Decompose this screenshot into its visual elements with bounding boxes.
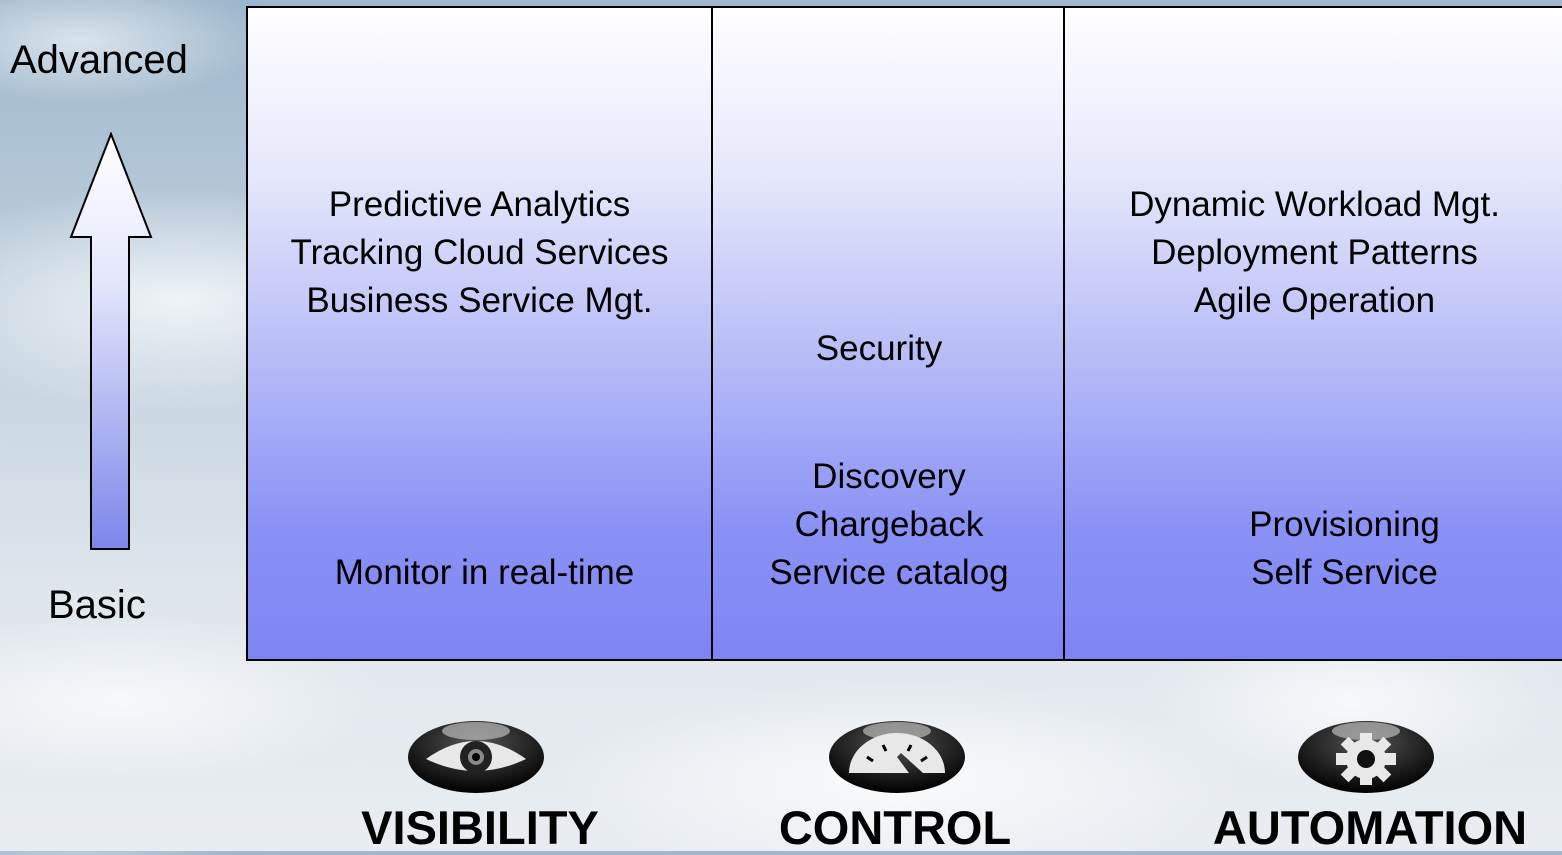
control-basic-items: Discovery Chargeback Service catalog: [713, 453, 1065, 597]
list-item: Discovery: [812, 457, 966, 496]
visibility-column: Predictive Analytics Tracking Cloud Serv…: [248, 8, 711, 659]
visibility-label: VISIBILITY: [361, 801, 599, 854]
list-item: Deployment Patterns: [1151, 233, 1478, 272]
axis-bottom-label: Basic: [48, 583, 146, 627]
axis-top-label: Advanced: [10, 38, 188, 82]
list-item: Dynamic Workload Mgt.: [1129, 185, 1500, 224]
list-item: Chargeback: [794, 505, 984, 544]
list-item: Predictive Analytics: [328, 185, 631, 224]
list-item: Self Service: [1251, 553, 1438, 592]
up-arrow-icon: [69, 132, 153, 550]
visibility-advanced-items: Predictive Analytics Tracking Cloud Serv…: [248, 181, 711, 325]
capability-table: Predictive Analytics Tracking Cloud Serv…: [246, 6, 1562, 661]
list-item: Provisioning: [1249, 505, 1440, 544]
eye-icon: [408, 721, 544, 793]
automation-basic-items: Provisioning Self Service: [1125, 501, 1562, 597]
visibility-basic-items: Monitor in real-time: [258, 549, 711, 597]
list-item: Business Service Mgt.: [306, 281, 653, 320]
list-item: Service catalog: [769, 553, 1009, 592]
control-column: Security Discovery Chargeback Service ca…: [711, 8, 1065, 659]
automation-advanced-items: Dynamic Workload Mgt. Deployment Pattern…: [1065, 181, 1562, 325]
control-advanced-items: Security: [693, 325, 1065, 373]
automation-label: AUTOMATION: [1212, 801, 1528, 854]
gauge-icon: [829, 721, 965, 793]
control-label: CONTROL: [778, 801, 1012, 854]
list-item: Tracking Cloud Services: [290, 233, 669, 272]
list-item: Security: [815, 329, 943, 368]
list-item: Agile Operation: [1193, 281, 1436, 320]
gear-icon: [1298, 721, 1434, 793]
automation-column: Dynamic Workload Mgt. Deployment Pattern…: [1063, 8, 1562, 659]
list-item: Monitor in real-time: [334, 553, 635, 592]
